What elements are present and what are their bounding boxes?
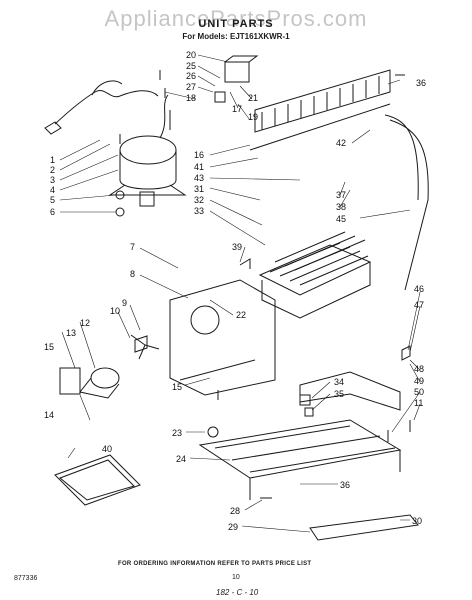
- callout-47: 47: [414, 300, 424, 310]
- callout-21: 21: [248, 93, 258, 103]
- callout-3: 3: [50, 175, 55, 185]
- callout-16: 16: [194, 150, 204, 160]
- callout-14: 14: [44, 410, 54, 420]
- callout-37: 37: [336, 190, 346, 200]
- diagram-title: UNIT PARTS: [198, 18, 274, 30]
- callout-42: 42: [336, 138, 346, 148]
- callout-17: 17: [232, 104, 242, 114]
- drawing-code: 182 - C - 10: [216, 588, 259, 597]
- document-number: 877336: [14, 575, 38, 582]
- callout-18: 18: [186, 93, 196, 103]
- callout-40: 40: [102, 444, 112, 454]
- callout-23: 23: [172, 428, 182, 438]
- callout-13: 13: [66, 328, 76, 338]
- watermark: AppliancePartsPros.com: [104, 6, 368, 31]
- callout-31: 31: [194, 184, 204, 194]
- callout-49: 49: [414, 376, 424, 386]
- callout-50: 50: [414, 387, 424, 397]
- drain-pan-drawing: [54, 454, 141, 506]
- callout-39: 39: [232, 242, 242, 252]
- callout-36-top: 36: [416, 78, 426, 88]
- callout-28: 28: [230, 506, 240, 516]
- callout-45: 45: [336, 214, 346, 224]
- callout-12: 12: [80, 318, 90, 328]
- relay-drawing: [169, 55, 259, 130]
- callout-7: 7: [130, 242, 135, 252]
- callout-38: 38: [336, 202, 346, 212]
- model-subtitle: For Models: EJT161XKWR-1: [182, 32, 290, 41]
- callout-15-left: 15: [44, 342, 54, 352]
- callout-36-bottom: 36: [340, 480, 350, 490]
- fasteners-drawing: [119, 70, 411, 499]
- callout-26: 26: [186, 71, 196, 81]
- callout-2: 2: [50, 165, 55, 175]
- ordering-note: FOR ORDERING INFORMATION REFER TO PARTS …: [118, 561, 312, 567]
- callout-20: 20: [186, 50, 196, 60]
- callout-8: 8: [130, 269, 135, 279]
- callout-4: 4: [50, 185, 55, 195]
- fan-shroud-drawing: [59, 279, 276, 399]
- callout-5: 5: [50, 195, 55, 205]
- power-cord-drawing: [44, 80, 159, 135]
- callout-41: 41: [194, 162, 204, 172]
- callout-25: 25: [186, 61, 196, 71]
- leader-lines: [59, 54, 421, 533]
- callout-32: 32: [194, 195, 204, 205]
- callout-46: 46: [414, 284, 424, 294]
- compressor-drawing: [108, 94, 187, 217]
- callout-27: 27: [186, 82, 196, 92]
- callout-22: 22: [236, 310, 246, 320]
- callout-6: 6: [50, 207, 55, 217]
- callout-9: 9: [122, 298, 127, 308]
- evaporator-drawing: [258, 231, 372, 319]
- callout-43: 43: [194, 173, 204, 183]
- callout-1: 1: [50, 155, 55, 165]
- callout-35: 35: [334, 389, 344, 399]
- callout-34: 34: [334, 377, 344, 387]
- callout-29: 29: [228, 522, 238, 532]
- callout-30: 30: [412, 516, 422, 526]
- callout-33: 33: [194, 206, 204, 216]
- callout-labels: 20 25 26 27 18 19 21 17 36 42 16 41 43 3…: [44, 50, 426, 532]
- condenser-drawing: [249, 69, 429, 291]
- callout-48: 48: [414, 364, 424, 374]
- callout-19: 19: [248, 112, 258, 122]
- callout-24: 24: [176, 454, 186, 464]
- callout-11: 11: [414, 398, 423, 408]
- callout-10: 10: [110, 306, 120, 316]
- callout-15-mid: 15: [172, 382, 182, 392]
- page-number: 10: [232, 574, 240, 581]
